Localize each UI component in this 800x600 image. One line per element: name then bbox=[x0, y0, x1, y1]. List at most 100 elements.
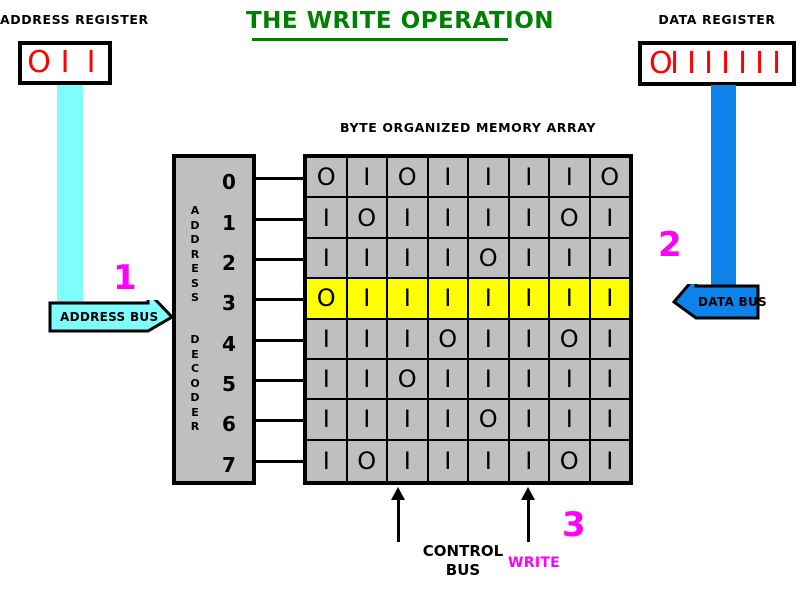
memory-cell-7-1: O bbox=[347, 440, 388, 481]
control-bus-arrow-1 bbox=[397, 498, 400, 542]
decoder-decoder-letter-0: D bbox=[190, 333, 200, 346]
memory-cell-7-2: I bbox=[388, 440, 429, 481]
memory-cell-6-7: I bbox=[590, 400, 629, 441]
memory-cell-7-6: O bbox=[550, 440, 591, 481]
data-bus-arrow: DATA BUS bbox=[671, 271, 767, 320]
memory-cell-6-3: I bbox=[428, 400, 469, 441]
write-signal-label: WRITE bbox=[508, 555, 561, 571]
control-bus-label-line2: BUS bbox=[445, 561, 481, 579]
data-register-bit-3: I bbox=[704, 45, 713, 81]
memory-cell-1-1: O bbox=[347, 198, 388, 239]
memory-cell-0-2: O bbox=[388, 158, 429, 199]
memory-cell-5-0: I bbox=[307, 359, 348, 401]
address-register-label: ADDRESS REGISTER bbox=[0, 12, 149, 27]
memory-cell-3-3: I bbox=[428, 279, 469, 320]
select-line-4 bbox=[256, 338, 303, 342]
memory-cell-6-2: I bbox=[388, 400, 429, 441]
memory-cell-5-5: I bbox=[509, 359, 550, 401]
memory-cell-3-1: I bbox=[347, 279, 388, 320]
select-line-1 bbox=[256, 217, 303, 221]
decoder-row-number-4: 4 bbox=[222, 331, 236, 356]
decoder-row-number-2: 2 bbox=[222, 250, 236, 275]
memory-cell-5-3: I bbox=[428, 359, 469, 401]
memory-cell-0-4: I bbox=[469, 158, 510, 199]
decoder-address-letter-5: S bbox=[191, 276, 199, 290]
memory-cell-7-3: I bbox=[428, 440, 469, 481]
memory-cell-7-4: I bbox=[469, 440, 510, 481]
control-bus-arrowhead-2 bbox=[521, 487, 535, 500]
decoder-decoder-letter-5: E bbox=[191, 405, 199, 419]
decoder-decoder-letter-4: D bbox=[190, 391, 200, 404]
decoder-address-letter-0: A bbox=[190, 204, 200, 217]
memory-cell-6-6: I bbox=[550, 400, 591, 441]
memory-cell-7-7: I bbox=[590, 440, 629, 481]
data-bus-arrow-shape bbox=[671, 271, 760, 320]
memory-array-label: BYTE ORGANIZED MEMORY ARRAY bbox=[340, 120, 596, 135]
data-register-label: DATA REGISTER bbox=[658, 12, 776, 27]
decoder-decoder-letter-3: O bbox=[190, 376, 200, 390]
memory-cell-1-7: I bbox=[590, 198, 629, 239]
memory-cell-0-1: I bbox=[347, 158, 388, 199]
memory-cell-6-5: I bbox=[509, 400, 550, 441]
data-register-bit-6: I bbox=[755, 45, 764, 81]
data-register-bit-4: I bbox=[721, 45, 730, 81]
address-bus-arrow: ADDRESS BUS bbox=[48, 288, 175, 334]
address-register-bit-0: O bbox=[27, 45, 51, 80]
memory-cell-1-6: O bbox=[550, 198, 591, 239]
address-bus-arrow-shape bbox=[48, 288, 175, 333]
memory-cell-3-0: O bbox=[307, 279, 348, 320]
control-bus-label-line1: CONTROL bbox=[422, 542, 504, 560]
page-title: THE WRITE OPERATION bbox=[245, 8, 555, 34]
step-number-1: 1 bbox=[113, 258, 137, 298]
decoder-address-letter-1: D bbox=[190, 218, 200, 232]
decoder-address-letter-6: S bbox=[191, 291, 199, 304]
decoder-row-number-7: 7 bbox=[222, 452, 236, 477]
data-register-bit-7: I bbox=[772, 45, 781, 81]
memory-cell-6-1: I bbox=[347, 400, 388, 441]
memory-cell-5-1: I bbox=[347, 359, 388, 401]
data-bus-vertical-segment bbox=[711, 85, 736, 302]
control-bus-arrow-2 bbox=[527, 498, 530, 542]
memory-cell-1-3: I bbox=[428, 198, 469, 239]
memory-cell-5-6: I bbox=[550, 359, 591, 401]
memory-cell-5-4: I bbox=[469, 359, 510, 401]
memory-cell-0-6: I bbox=[550, 158, 591, 199]
select-line-2 bbox=[256, 257, 303, 261]
memory-cell-1-2: I bbox=[388, 198, 429, 239]
memory-cell-1-4: I bbox=[469, 198, 510, 239]
decoder-decoder-letter-2: C bbox=[190, 362, 200, 375]
step-number-2: 2 bbox=[658, 225, 682, 265]
decoder-address-letter-2: D bbox=[190, 233, 200, 246]
address-register-bit-1: I bbox=[60, 45, 70, 80]
memory-cell-4-3: O bbox=[428, 319, 469, 360]
memory-cell-4-0: I bbox=[307, 319, 348, 360]
memory-cell-3-6: I bbox=[550, 279, 591, 320]
memory-cell-5-7: I bbox=[590, 359, 629, 401]
decoder-decoder-letter-1: E bbox=[191, 347, 199, 361]
memory-cell-4-1: I bbox=[347, 319, 388, 360]
memory-cell-4-7: I bbox=[590, 319, 629, 360]
decoder-decoder-letter-6: R bbox=[190, 420, 200, 433]
decoder-row-number-3: 3 bbox=[222, 291, 236, 316]
memory-cell-0-0: O bbox=[307, 158, 348, 199]
title-underline bbox=[252, 38, 508, 41]
memory-cell-6-4: O bbox=[469, 400, 510, 441]
memory-cell-7-0: I bbox=[307, 440, 348, 481]
memory-cell-2-6: I bbox=[550, 238, 591, 280]
memory-cell-2-3: I bbox=[428, 238, 469, 280]
memory-cell-4-4: I bbox=[469, 319, 510, 360]
address-bus-vertical-segment bbox=[57, 85, 83, 320]
memory-cell-7-5: I bbox=[509, 440, 550, 481]
memory-cell-3-4: I bbox=[469, 279, 510, 320]
step-number-3: 3 bbox=[562, 505, 586, 545]
